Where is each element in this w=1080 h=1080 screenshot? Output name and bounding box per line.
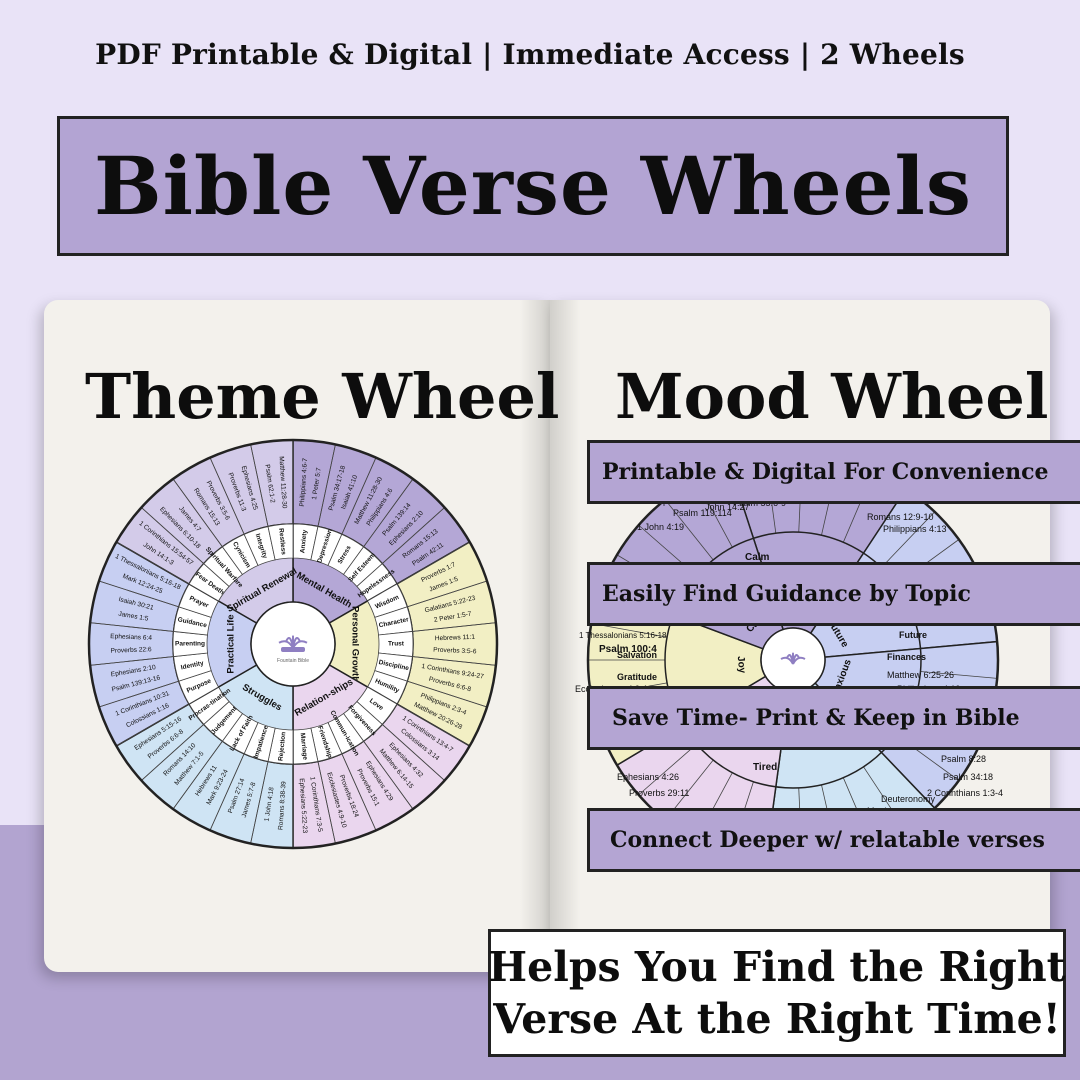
mood-wheel-label: 2 Corinthians 1:3-4	[927, 788, 1003, 798]
theme-verse-label: Proverbs 3:5-6	[433, 647, 477, 656]
fountain-logo-icon	[780, 652, 806, 665]
logo-text: Fountain Bible	[277, 658, 309, 664]
mood-wheel-label: Ephesians 4:26	[617, 772, 679, 782]
mood-wheel-label: 1 Thessalonians 5:16-18	[579, 631, 667, 640]
mood-wheel-label: Philippians 4:13	[883, 524, 947, 534]
theme-wheel-rim	[87, 438, 499, 850]
theme-verse-label: Ephesians 6:4	[110, 633, 152, 642]
theme-subtopic-cell	[267, 523, 294, 561]
mood-wheel-label: John 14:27	[705, 502, 750, 512]
theme-verse-label: Philippians 4:6-7	[299, 457, 309, 506]
theme-subtopic-label: Marriage	[299, 733, 309, 761]
theme-subtopic-label: Rejection	[277, 732, 287, 762]
theme-subtopic-label: Parenting	[175, 641, 205, 648]
theme-category-label: Practical Life	[226, 614, 237, 673]
callout-box: Helps You Find the Right Verse At the Ri…	[488, 929, 1066, 1057]
mood-wheel-label: 1 John 4:19	[637, 522, 684, 532]
theme-subtopic-label: Restless	[277, 528, 287, 556]
theme-subtopic-label: Identity	[180, 660, 204, 672]
callout-line-2: Verse At the Right Time!	[493, 995, 1061, 1043]
feature-banner-connect: Connect Deeper w/ relatable verses	[587, 808, 1080, 872]
mood-slice-divider	[920, 671, 998, 679]
mood-wheel-label: Gratitude	[617, 672, 657, 682]
page-title: Bible Verse Wheels	[94, 139, 972, 233]
mood-wheel-label: Matthew 6:25-26	[887, 670, 954, 680]
theme-verse-label: Proverbs 22:6	[110, 646, 152, 655]
mood-wheel-label: Psalm 8:28	[941, 754, 986, 764]
theme-subtopic-label: Anxiety	[299, 529, 308, 553]
mood-wheel-label: Proverbs 29:11	[629, 788, 689, 798]
theme-verse-label: Hebrews 11:1	[435, 634, 476, 643]
feature-text: Save Time- Print & Keep in Bible	[612, 705, 1020, 731]
mood-wheel-heading: Mood Wheel	[615, 360, 1049, 433]
tagline: PDF Printable & Digital | Immediate Acce…	[95, 38, 965, 71]
feature-banner-save-time: Save Time- Print & Keep in Bible	[587, 686, 1080, 750]
feature-text: Connect Deeper w/ relatable verses	[610, 827, 1045, 853]
feature-banner-printable: Printable & Digital For Convenience	[587, 440, 1080, 504]
feature-banner-guidance: Easily Find Guidance by Topic	[587, 562, 1080, 626]
theme-verse-label: Matthew 11:28-30	[277, 456, 287, 509]
mood-inner-ring	[664, 531, 922, 789]
fountain-logo-icon	[278, 635, 308, 652]
theme-wheel-heading: Theme Wheel	[85, 360, 560, 433]
mood-wheel-label: Psalm 100:4	[599, 644, 657, 655]
mood-wheel-label: Deuteronomy	[881, 794, 936, 804]
mood-wheel-label: Tired	[753, 762, 777, 773]
theme-verse-label: 1 Peter 5:7	[311, 467, 323, 500]
title-banner: Bible Verse Wheels	[57, 116, 1009, 256]
theme-verse-label: Ephesians 5:22-23	[298, 778, 308, 834]
mood-wheel-label: Future	[899, 630, 927, 640]
feature-text: Easily Find Guidance by Topic	[602, 581, 971, 607]
book-gutter	[520, 300, 580, 972]
mood-wheel-label: Romans 12:9-10	[867, 512, 934, 522]
theme-verse-label: Romans 8:38-39	[277, 781, 287, 830]
theme-subtopic-label: Trust	[388, 641, 405, 648]
mood-wheel-label: Psalm 119:114	[673, 508, 732, 518]
mood-wheel-label: Finances	[887, 652, 926, 662]
callout-line-1: Helps You Find the Right	[488, 943, 1066, 991]
mood-wheel-label: Salvation	[617, 650, 657, 660]
mood-wheel-label: Psalm 34:18	[943, 772, 993, 782]
feature-text: Printable & Digital For Convenience	[602, 459, 1049, 485]
mood-slice-divider	[881, 511, 935, 568]
mood-slice-divider	[638, 743, 697, 796]
mood-wheel-label: Calm	[745, 552, 770, 563]
mood-slice-divider	[664, 499, 714, 561]
theme-category-label: Personal Growth	[349, 606, 360, 682]
mood-category-label: Joy	[735, 656, 748, 675]
